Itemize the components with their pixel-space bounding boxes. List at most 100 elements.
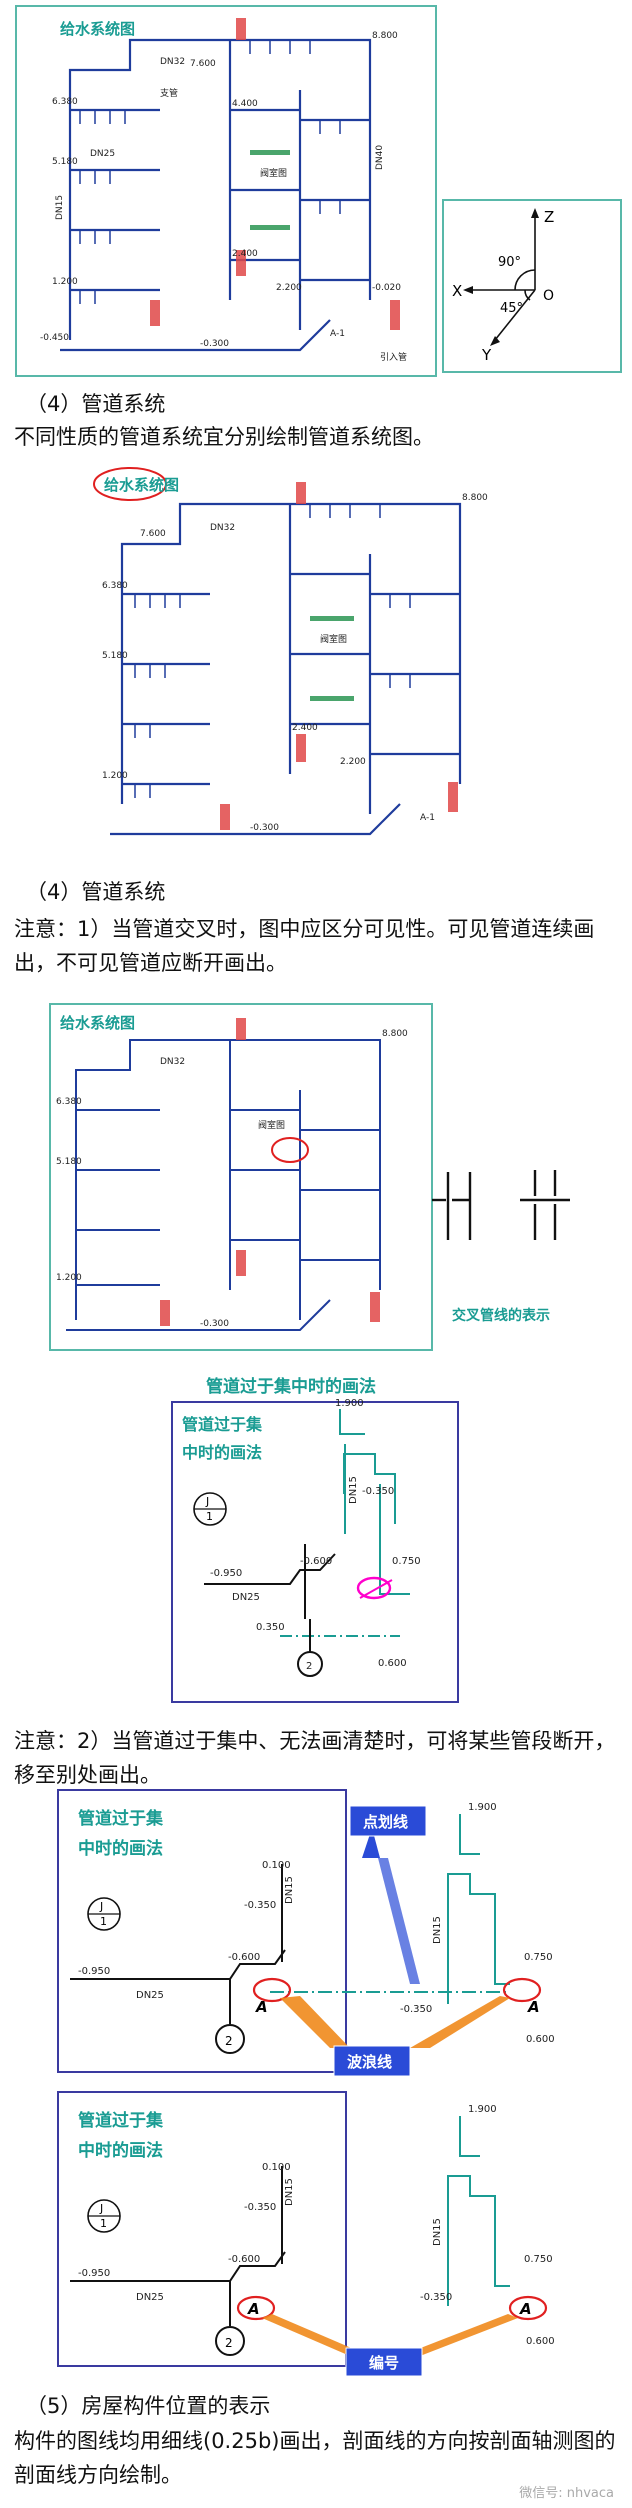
d6-index-den: 1 bbox=[100, 2217, 107, 2230]
d6-dn15: DN15 bbox=[284, 2178, 295, 2206]
d5-el-neg0950: -0.950 bbox=[78, 1966, 110, 1977]
d6-index-circle bbox=[87, 2199, 121, 2233]
title-highlight-circle bbox=[93, 467, 167, 501]
d2-label-5180: 5.180 bbox=[102, 651, 128, 661]
d5-el-neg0600: -0.600 bbox=[228, 1952, 260, 1963]
callout-dash-line-text: 点划线 bbox=[363, 1813, 408, 1831]
d6-a-left: A bbox=[247, 2300, 260, 2318]
concentration-highlight bbox=[356, 1576, 392, 1600]
label-dn40: DN40 bbox=[375, 145, 385, 170]
water-system-diagram-1: 给水系统图 DN32 8.800 7.600 bbox=[15, 5, 622, 377]
d6-el-neg0350b: -0.350 bbox=[420, 2292, 452, 2303]
d5-el-0750: 0.750 bbox=[524, 1952, 553, 1963]
label-el-1200: 1.200 bbox=[52, 277, 78, 287]
d2-label-1200: 1.200 bbox=[102, 771, 128, 781]
d2-label-dn32: DN32 bbox=[210, 523, 235, 533]
d6-el-0750: 0.750 bbox=[524, 2254, 553, 2265]
axis-y: Y bbox=[481, 346, 492, 364]
section-1-text: 不同性质的管道系统宜分别绘制管道系统图。 bbox=[14, 425, 434, 449]
index-denominator: 1 bbox=[206, 1510, 213, 1523]
callout-dash-line bbox=[349, 1805, 427, 1837]
d3-label-1200: 1.200 bbox=[56, 1273, 82, 1283]
label-el-8800: 8.800 bbox=[372, 31, 398, 41]
d5-el-1900: 1.900 bbox=[468, 1802, 497, 1813]
concentrated-pipes-diagram-2: 管道过于集 中时的画法 J 1 2 A A 0.100 -0.350 -0.60… bbox=[57, 1789, 555, 2077]
c1-dn25: DN25 bbox=[232, 1592, 260, 1603]
d3-label-valve: 阀室图 bbox=[258, 1119, 285, 1131]
d6-a-left-circle bbox=[236, 2295, 276, 2321]
axis-x: X bbox=[452, 282, 462, 300]
c1-el-0600: 0.600 bbox=[378, 1658, 407, 1669]
concentrated-pipes-diagram-1: 管道过于集中时的画法 管道过于集 中时的画法 J 1 1.900 -0.350 bbox=[171, 1376, 459, 1703]
d5-title-line1: 管道过于集 bbox=[78, 1808, 164, 1829]
d6-dn25: DN25 bbox=[136, 2292, 164, 2303]
d6-title-line1: 管道过于集 bbox=[78, 2110, 164, 2131]
d5-index-den: 1 bbox=[100, 1915, 107, 1928]
axis-o: O bbox=[543, 288, 554, 304]
d5-title-line2: 中时的画法 bbox=[78, 1838, 163, 1859]
d6-el-0100: 0.100 bbox=[262, 2162, 291, 2173]
section-7-text: 构件的图线均用细线(0.25b)画出，剖面线的方向按剖面轴测图的剖面线方向绘制。 bbox=[14, 2429, 616, 2487]
c1-el-neg0600: -0.600 bbox=[300, 1556, 332, 1567]
d6-a-right: A bbox=[519, 2300, 532, 2318]
axis-icon bbox=[470, 215, 536, 341]
d6-circle-two: 2 bbox=[225, 2336, 233, 2350]
label-dn15: DN15 bbox=[55, 195, 65, 220]
section-7-heading: （5）房屋构件位置的表示 bbox=[26, 2394, 271, 2418]
crossing-pipes-icon bbox=[432, 1170, 570, 1240]
label-el-7600: 7.600 bbox=[190, 59, 216, 69]
d5-el-0100: 0.100 bbox=[262, 1860, 291, 1871]
d6-index-num: J bbox=[99, 2202, 103, 2215]
d5-index-circle bbox=[87, 1897, 121, 1931]
section-7: （5）房屋构件位置的表示 构件的图线均用细线(0.25b)画出，剖面线的方向按剖… bbox=[0, 2388, 632, 2508]
label-inlet: 引入管 bbox=[380, 351, 407, 363]
d6-el-1900: 1.900 bbox=[468, 2104, 497, 2115]
d5-a-left: A bbox=[255, 1998, 268, 2016]
c1-el-neg0950: -0.950 bbox=[210, 1568, 242, 1579]
section-2-heading: （4）管道系统 bbox=[26, 880, 166, 904]
d5-el-neg0350b: -0.350 bbox=[400, 2004, 432, 2015]
d2-label-2200: 2.200 bbox=[340, 757, 366, 767]
d6-el-neg0350: -0.350 bbox=[244, 2202, 276, 2213]
d2-label-2400: 2.400 bbox=[292, 723, 318, 733]
label-dn32-a: DN32 bbox=[160, 57, 185, 67]
inner-title-line2: 中时的画法 bbox=[182, 1443, 262, 1462]
diagram-1-title: 给水系统图 bbox=[60, 20, 135, 38]
c1-el-1900: 1.900 bbox=[335, 1398, 364, 1409]
water-system-diagram-3: 给水系统图 DN32 8.800 6.380 5.180 1.200 -0.30… bbox=[49, 1003, 570, 1351]
d5-circle-two: 2 bbox=[225, 2034, 233, 2048]
diagram-2-title: 给水系统图 bbox=[104, 476, 179, 494]
d2-label-6380: 6.380 bbox=[102, 581, 128, 591]
callout-number-text: 编号 bbox=[369, 2354, 399, 2372]
d6-el-neg0600: -0.600 bbox=[228, 2254, 260, 2265]
c1-el-0750: 0.750 bbox=[392, 1556, 421, 1567]
axis-angle-90: 90° bbox=[498, 255, 521, 270]
index-numerator: J bbox=[205, 1495, 209, 1508]
watermark: 微信号: nhvaca bbox=[519, 2486, 614, 2501]
d2-label-valve: 阀室图 bbox=[320, 633, 347, 645]
section-4-text: 注意：2）当管道过于集中、无法画清楚时，可将某些管段断开，移至别处画出。 bbox=[14, 1729, 616, 1787]
diagram-3-title: 给水系统图 bbox=[60, 1014, 135, 1032]
label-el-neg0020: -0.020 bbox=[372, 283, 401, 293]
section-2-text: 注意：1）当管道交叉时，图中应区分可见性。可见管道连续画出，不可见管道应断开画出… bbox=[14, 917, 595, 975]
label-el-2200: 2.200 bbox=[276, 283, 302, 293]
section-5: 管道过于集 中时的画法 J 1 2 A A 0.100 -0.350 -0.60… bbox=[0, 1784, 632, 2084]
inner-title-line1: 管道过于集 bbox=[182, 1415, 263, 1434]
c1-dn15: DN15 bbox=[348, 1476, 359, 1504]
section-1: 给水系统图 DN32 8.800 7.600 bbox=[0, 0, 632, 470]
d6-dn15-right: DN15 bbox=[432, 2218, 443, 2246]
d2-label-7600: 7.600 bbox=[140, 529, 166, 539]
d6-el-neg0950: -0.950 bbox=[78, 2268, 110, 2279]
crossing-highlight-circle bbox=[271, 1137, 309, 1163]
label-el-4400: 4.400 bbox=[232, 99, 258, 109]
section-3: 给水系统图 DN32 8.800 6.380 5.180 1.200 -0.30… bbox=[0, 1000, 632, 1380]
concentrated-pipes-diagram-3: 管道过于集 中时的画法 J 1 2 A A 0.100 -0.350 -0.60… bbox=[57, 2091, 555, 2377]
d3-label-neg0300: -0.300 bbox=[200, 1319, 229, 1329]
d5-dn15: DN15 bbox=[284, 1876, 295, 1904]
c1-el-neg0350: -0.350 bbox=[362, 1486, 394, 1497]
d5-index-num: J bbox=[99, 1900, 103, 1913]
section-4: 管道过于集中时的画法 管道过于集 中时的画法 J 1 1.900 -0.350 bbox=[0, 1374, 632, 1794]
callout-wave-line-text: 波浪线 bbox=[347, 2053, 392, 2071]
callout-wave-line bbox=[333, 2045, 411, 2077]
d3-label-6380: 6.380 bbox=[56, 1097, 82, 1107]
